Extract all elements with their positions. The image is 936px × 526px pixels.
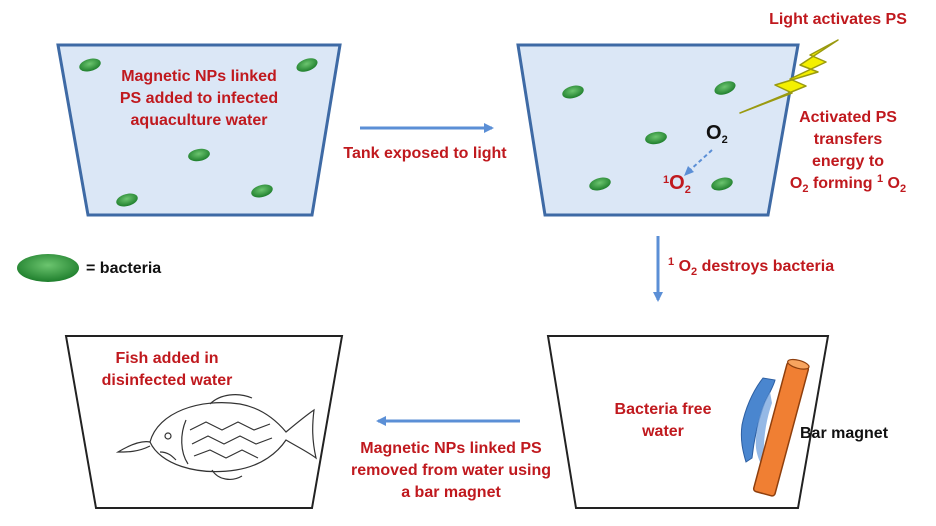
tank-1-label-line: Magnetic NPs linked <box>121 68 277 85</box>
destroys-sub: 2 <box>691 266 698 278</box>
arrow-3-label-line: Magnetic NPs linked PS <box>360 440 542 457</box>
activated-line: energy to <box>811 153 884 170</box>
singlet-symbol: O <box>669 172 685 194</box>
tank-2 <box>516 43 800 217</box>
arrow-3-label-line: a bar magnet <box>401 484 501 501</box>
magnetic-cluster-icon <box>740 377 776 463</box>
fish-icon <box>115 394 317 480</box>
energy-transfer-dashed-arrow <box>687 149 713 173</box>
activated-line: transfers <box>813 131 883 148</box>
arrow-3-label-line: removed from water using <box>350 462 552 479</box>
bacteria-icon <box>251 184 273 198</box>
forming-sub2: 2 <box>899 183 907 195</box>
forming-sup: 1 <box>876 173 884 185</box>
tank-3-label: Bacteria free water <box>588 399 738 443</box>
singlet-subscript: 2 <box>684 184 691 196</box>
legend-label: = bacteria <box>86 260 162 277</box>
oxygen-label: O2 <box>706 122 746 147</box>
bacteria-icon <box>562 85 584 99</box>
bar-magnet-label: Bar magnet <box>800 425 889 442</box>
bacteria-icon <box>79 58 101 72</box>
magnetic-cluster-icon <box>755 392 772 462</box>
tank-4-label: Fish added in disinfected water <box>92 348 242 392</box>
forming-o: O <box>789 175 803 192</box>
singlet-superscript: 1 <box>663 174 670 186</box>
tank-1 <box>56 43 342 217</box>
arrow-3-label: Magnetic NPs linked PS removed from wate… <box>325 438 577 504</box>
activated-line: Activated PS <box>799 109 897 126</box>
tank-4-label-line: Fish added in <box>115 350 219 367</box>
light-activates-label: Light activates PS <box>769 11 907 28</box>
bar-magnet-icon <box>752 358 810 497</box>
forming-line: O2 forming 1 O2 <box>778 173 918 196</box>
oxygen-subscript: 2 <box>721 134 728 146</box>
bacteria-icon <box>296 58 318 72</box>
tank-3-label-line: Bacteria free <box>614 401 712 418</box>
destroys-text: destroys bacteria <box>697 258 835 275</box>
oxygen-symbol: O <box>706 122 722 144</box>
tank-4-label-line: disinfected water <box>101 372 233 389</box>
singlet-oxygen-label: 1O2 <box>663 172 719 197</box>
tank-1-label-line: PS added to infected <box>119 90 279 107</box>
bacteria-icon <box>645 131 667 145</box>
forming-word: forming <box>808 175 877 192</box>
tank-1-label-line: aquaculture water <box>130 112 268 129</box>
legend-bacteria-icon <box>17 254 79 282</box>
tank-3 <box>546 335 830 509</box>
forming-sub: 2 <box>802 183 809 195</box>
bacteria-icon <box>589 177 611 191</box>
destroys-o: O <box>674 258 692 275</box>
bacteria-icon <box>116 193 138 207</box>
lightning-icon <box>739 39 839 114</box>
arrow-1-label: Tank exposed to light <box>343 145 507 162</box>
bacteria-icon <box>711 177 733 191</box>
tank-1-label: Magnetic NPs linked PS added to infected… <box>85 66 313 132</box>
arrow-2-label: 1 O2 destroys bacteria <box>668 256 908 279</box>
tank-3-label-line: water <box>642 423 684 440</box>
bacteria-icon <box>714 81 736 95</box>
destroys-sup: 1 <box>668 256 675 268</box>
energy-transfer-arrowhead <box>684 166 694 176</box>
forming-o2: O <box>883 175 900 192</box>
activated-ps-label: Activated PS transfers energy to O2 form… <box>778 107 918 196</box>
bacteria-icon <box>188 148 210 162</box>
